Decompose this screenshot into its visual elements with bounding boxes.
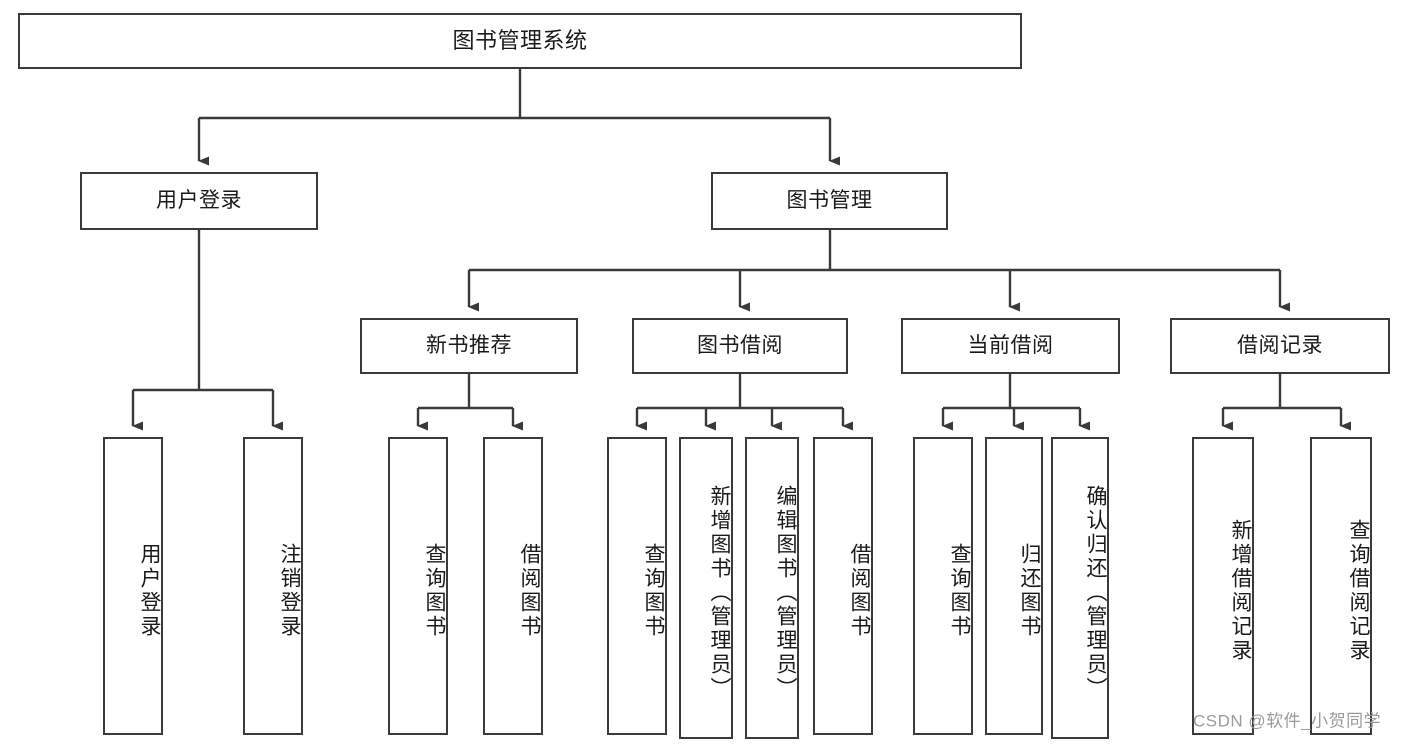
node-label: 确认归还（管理员）	[1084, 485, 1107, 701]
node-leaf-8[interactable]: 查询图书	[913, 437, 973, 735]
node-level3-3[interactable]: 借阅记录	[1170, 318, 1390, 374]
node-label: 用户登录	[156, 188, 242, 212]
node-leaf-3[interactable]: 借阅图书	[483, 437, 543, 735]
node-label: 图书管理系统	[452, 28, 588, 54]
node-label: 借阅图书	[518, 543, 541, 639]
node-leaf-10[interactable]: 确认归还（管理员）	[1051, 437, 1109, 739]
node-leaf-5[interactable]: 新增图书（管理员）	[679, 437, 733, 739]
node-label: 新增借阅记录	[1229, 519, 1252, 663]
node-label: 注销登录	[278, 543, 301, 639]
node-leaf-4[interactable]: 查询图书	[607, 437, 667, 735]
node-level3-2[interactable]: 当前借阅	[901, 318, 1120, 374]
node-root[interactable]: 图书管理系统	[18, 13, 1022, 69]
node-leaf-9[interactable]: 归还图书	[985, 437, 1043, 735]
node-label: 查询图书	[948, 543, 971, 639]
node-leaf-0[interactable]: 用户登录	[103, 437, 163, 735]
node-leaf-7[interactable]: 借阅图书	[813, 437, 873, 735]
node-label: 查询图书	[642, 543, 665, 639]
node-label: 查询借阅记录	[1347, 519, 1370, 663]
node-level3-1[interactable]: 图书借阅	[632, 318, 848, 374]
node-label: 编辑图书（管理员）	[774, 485, 797, 701]
node-leaf-1[interactable]: 注销登录	[243, 437, 303, 735]
node-label: 归还图书	[1018, 543, 1041, 639]
node-label: 借阅记录	[1237, 333, 1323, 357]
node-label: 查询图书	[423, 543, 446, 639]
node-level3-0[interactable]: 新书推荐	[360, 318, 578, 374]
node-label: 借阅图书	[848, 543, 871, 639]
node-leaf-11[interactable]: 新增借阅记录	[1192, 437, 1254, 735]
node-level2-0[interactable]: 用户登录	[80, 172, 318, 230]
node-leaf-2[interactable]: 查询图书	[388, 437, 448, 735]
node-level2-1[interactable]: 图书管理	[711, 172, 948, 230]
node-label: 新增图书（管理员）	[708, 485, 731, 701]
node-label: 图书管理	[786, 188, 873, 212]
node-label: 用户登录	[138, 543, 161, 639]
node-leaf-12[interactable]: 查询借阅记录	[1310, 437, 1372, 735]
node-label: 新书推荐	[426, 333, 512, 357]
node-leaf-6[interactable]: 编辑图书（管理员）	[745, 437, 799, 739]
node-label: 当前借阅	[967, 333, 1054, 357]
csdn-watermark: CSDN @软件_小贺同学	[1193, 711, 1382, 731]
node-label: 图书借阅	[697, 333, 783, 357]
